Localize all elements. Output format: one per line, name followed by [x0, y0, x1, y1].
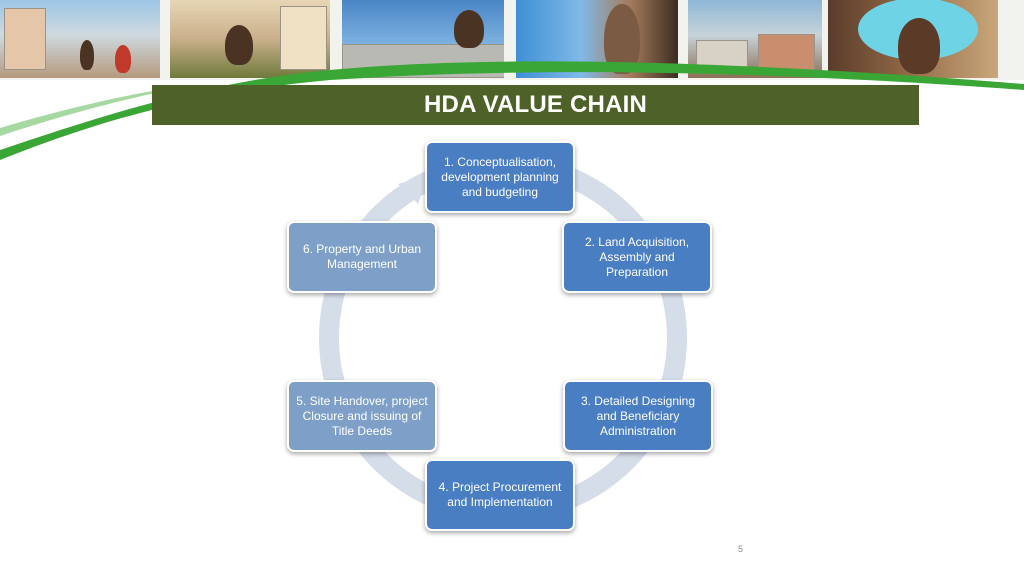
banner-photo-street [0, 0, 160, 78]
step-2-box: 2. Land Acquisition, Assembly and Prepar… [562, 221, 712, 293]
step-3-label: 3. Detailed Designing and Beneficiary Ad… [580, 393, 696, 438]
step-1-label: 1. Conceptualisation, development planni… [441, 154, 559, 199]
banner-photo-garden [170, 0, 330, 78]
page-number: 5 [738, 544, 744, 554]
cycle-arrowhead [398, 176, 428, 204]
step-1-box: 1. Conceptualisation, development planni… [425, 141, 575, 213]
title-bar: HDA VALUE CHAIN [152, 85, 919, 125]
step-5-box: 5. Site Handover, project Closure and is… [287, 380, 437, 452]
step-3-box: 3. Detailed Designing and Beneficiary Ad… [563, 380, 713, 452]
step-6-box: 6. Property and Urban Management [287, 221, 437, 293]
step-4-box: 4. Project Procurement and Implementatio… [425, 459, 575, 531]
step-5-label: 5. Site Handover, project Closure and is… [296, 393, 428, 438]
slide-title: HDA VALUE CHAIN [424, 91, 647, 118]
step-4-label: 4. Project Procurement and Implementatio… [438, 480, 562, 509]
step-2-label: 2. Land Acquisition, Assembly and Prepar… [584, 234, 690, 279]
step-6-label: 6. Property and Urban Management [302, 242, 422, 271]
banner-photo-woman-hat [828, 0, 998, 78]
